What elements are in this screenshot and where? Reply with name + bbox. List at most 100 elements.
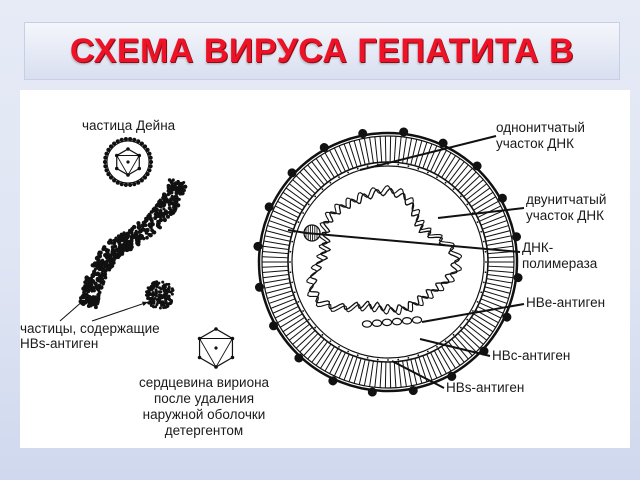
envelope-spoke <box>437 152 452 176</box>
envelope-spoke <box>485 235 512 242</box>
dane-surface-dot <box>123 136 128 142</box>
capsid-dot <box>314 326 317 329</box>
capsid-dot <box>436 176 438 179</box>
envelope-spoke <box>426 145 438 171</box>
envelope-spoke <box>414 140 423 166</box>
envelope-spoke <box>454 168 473 189</box>
filament-particle-dot <box>167 203 171 207</box>
envelope-spoke <box>282 191 305 208</box>
envelope-spoke <box>267 290 293 299</box>
envelope-spoke <box>479 210 504 222</box>
capsid-dot <box>297 221 300 224</box>
filament-particle-dot <box>87 299 91 303</box>
dane-capsid-vertex <box>114 166 119 171</box>
filament-particle-dot <box>172 208 177 213</box>
capsid-dot <box>297 300 300 303</box>
envelope-spoke <box>358 359 366 385</box>
envelope-spoke <box>460 330 481 349</box>
label-dane-particle: частица Дейна <box>82 118 176 133</box>
dane-surface-dot <box>128 136 133 142</box>
title-banner: СХЕМА ВИРУСА ГЕПАТИТА В <box>24 22 620 80</box>
filament-particle-dot <box>183 184 188 189</box>
capsid-dot <box>471 310 474 312</box>
capsid-dot <box>307 203 310 206</box>
envelope-spoke <box>485 282 512 289</box>
envelope-spoke <box>468 320 491 337</box>
envelope-spoke <box>279 196 303 211</box>
core-capsid-facet <box>198 338 234 368</box>
filament-particle-dot <box>136 224 141 229</box>
envelope-spoke <box>353 358 362 384</box>
filament-particle-dot <box>84 286 89 290</box>
filament-particle-dot <box>112 244 117 248</box>
virion-structure <box>253 127 523 397</box>
envelope-spoke <box>307 164 325 186</box>
sphere-particle-dot <box>162 306 166 310</box>
sphere-particle-dot <box>153 296 157 300</box>
envelope-spoke <box>480 298 506 309</box>
label-hbs-particles-2: HBs-антиген <box>20 336 99 351</box>
capsid-dot <box>426 350 429 353</box>
sphere-particle-dot <box>152 301 156 305</box>
filament-particle-dot <box>124 238 129 243</box>
label-dsdna-2: участок ДНК <box>526 208 604 223</box>
filament-particle-dot <box>97 290 102 295</box>
dane-capsid-vertex <box>126 147 130 151</box>
envelope-spoke <box>482 294 508 304</box>
sphere-particle-dot <box>153 293 157 297</box>
sphere-particle-dot <box>166 294 170 298</box>
filament-particle-dot <box>127 230 132 235</box>
filament-particle-dot <box>108 254 113 259</box>
label-core-4: детергентом <box>164 423 244 438</box>
filament-particle-dot <box>117 238 122 242</box>
filament-particle-dot <box>151 230 155 235</box>
dane-surface-dot <box>148 155 153 160</box>
envelope-spoke <box>406 138 413 164</box>
sphere-particle-dot <box>170 287 174 291</box>
envelope-spoke <box>451 164 469 186</box>
envelope-spoke <box>384 361 387 388</box>
hbs-surface-knob <box>502 312 512 322</box>
filament-particle-dot <box>154 214 159 218</box>
envelope-spoke <box>454 335 473 356</box>
dane-surface-dot <box>106 172 111 177</box>
filament-particle-dot <box>162 207 166 211</box>
dane-capsid-center <box>126 160 130 164</box>
filament-particle-dot <box>91 295 95 299</box>
dane-surface-dot <box>108 175 114 180</box>
sphere-particle-dot <box>159 290 163 294</box>
envelope-spoke <box>338 353 350 379</box>
envelope-spoke <box>444 343 461 366</box>
filament-particle-dot <box>121 243 126 248</box>
envelope-spoke <box>311 341 328 363</box>
filament-particle-dot <box>118 250 123 256</box>
capsid-dot <box>291 240 294 243</box>
envelope-spoke <box>379 361 383 388</box>
hbs-surface-knob <box>512 232 522 242</box>
filament-particle-dot <box>93 267 97 271</box>
envelope-spoke <box>288 183 310 201</box>
label-hbe: HBe-антиген <box>526 295 606 310</box>
envelope-spoke <box>457 333 477 353</box>
filament-particle-dot <box>145 235 149 240</box>
filament-particle-dot <box>94 256 99 260</box>
core-capsid-center <box>214 346 218 350</box>
sphere-particle-dot <box>167 286 171 290</box>
capsid-dot <box>366 356 369 359</box>
filament-particle-dot <box>163 209 168 214</box>
envelope-spoke <box>333 352 346 377</box>
filament-particle-dot <box>98 260 103 265</box>
envelope-spoke <box>487 265 514 268</box>
filament-particle-dot <box>95 301 100 306</box>
envelope-spoke <box>393 361 397 388</box>
capsid-dot <box>397 358 400 361</box>
small-particles-group <box>59 136 235 369</box>
capsid-dot <box>466 203 469 206</box>
envelope-spoke <box>315 343 332 366</box>
sphere-particle-dot <box>164 294 168 298</box>
hbs-surface-knob <box>513 273 523 283</box>
envelope-spoke <box>272 302 297 314</box>
envelope-spoke <box>279 313 303 328</box>
filament-particle-dot <box>148 232 153 238</box>
dane-surface-dot <box>123 182 128 188</box>
